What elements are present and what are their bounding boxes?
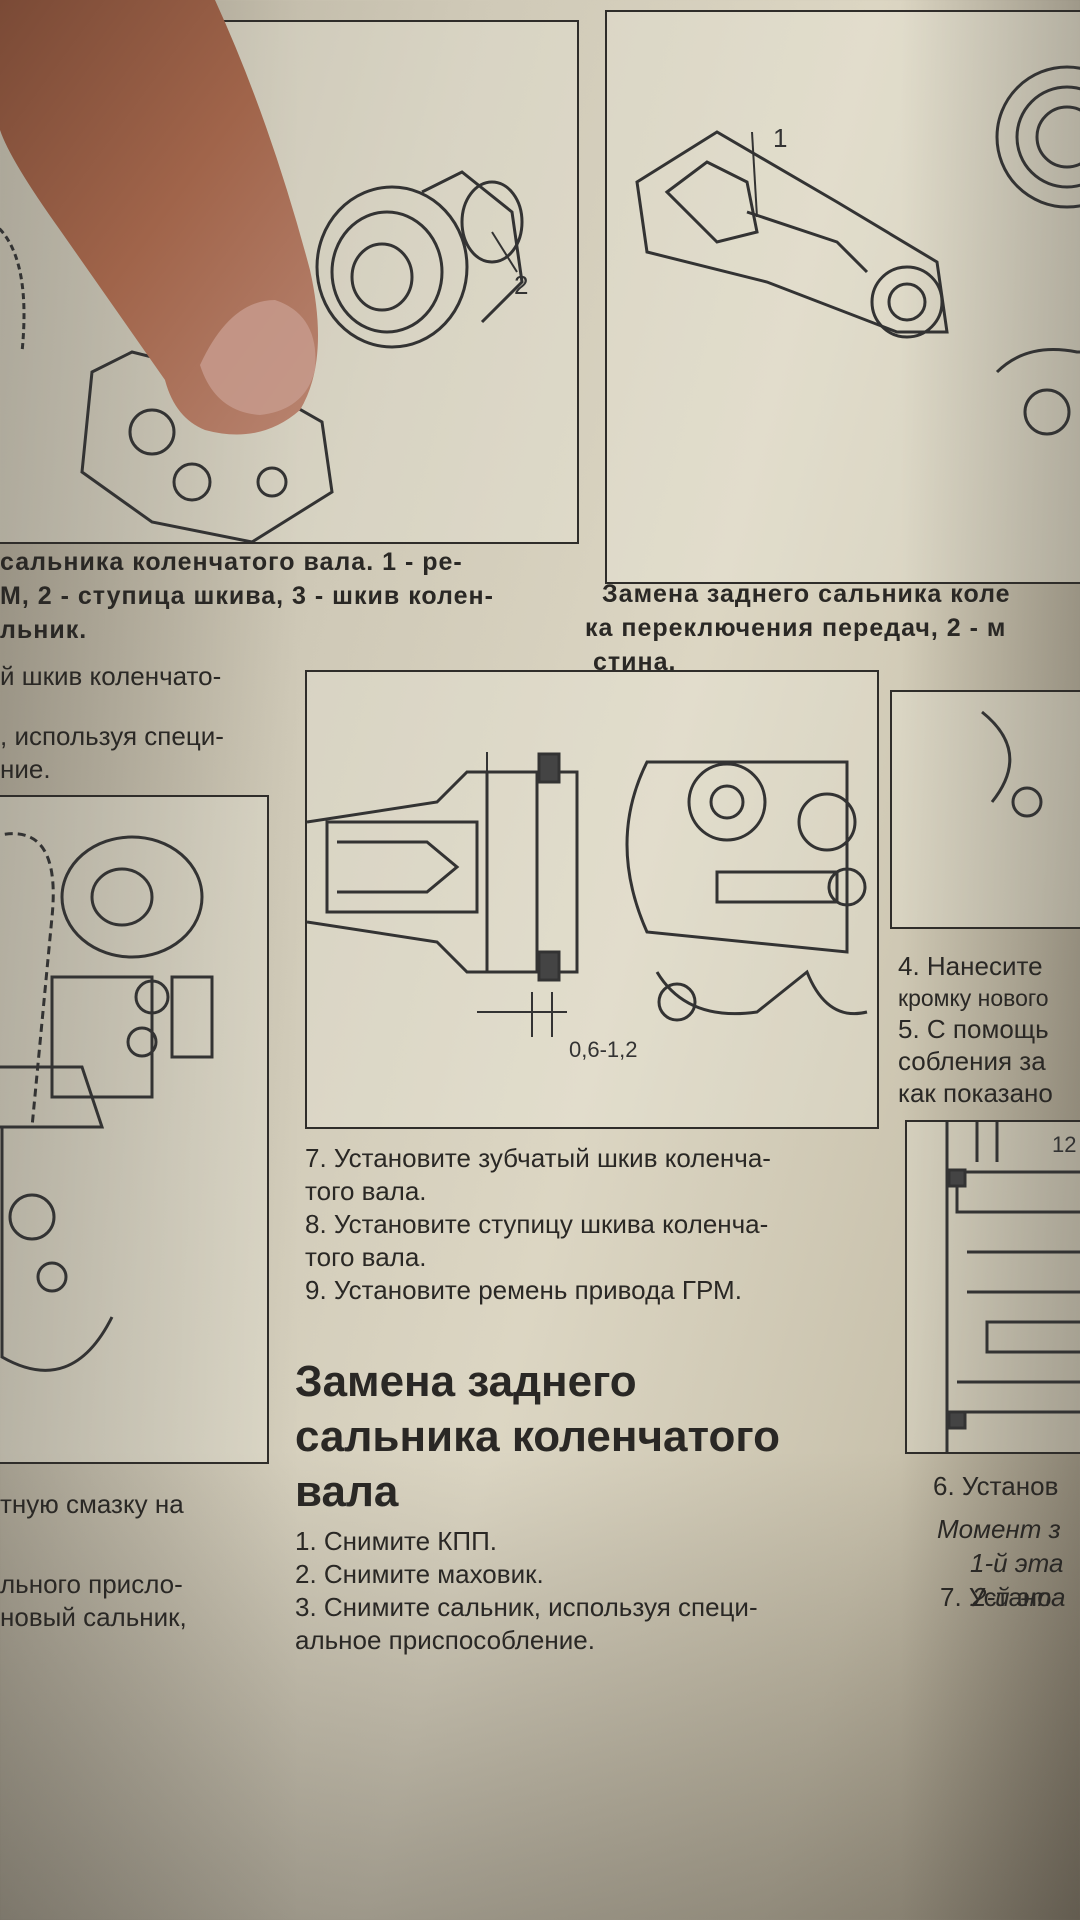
section-heading-line-2: сальника коленчатого	[295, 1412, 780, 1461]
left-text-top-line-3: ние.	[0, 754, 51, 784]
step-8-line-2: того вала.	[305, 1242, 427, 1272]
right-text-bottom-line-5: 7. Устано	[940, 1582, 1052, 1612]
section-step-3-line-1: 3. Снимите сальник, используя специ-	[295, 1592, 758, 1622]
right-text-bottom-line-1: 6. Установ	[933, 1471, 1059, 1501]
caption-top-left-line-3: льник.	[0, 616, 88, 644]
callout-1: 1	[773, 123, 787, 153]
right-text-bottom-line-4: 2-й эта	[972, 1582, 1066, 1612]
section-step-3-line-2: альное приспособление.	[295, 1625, 595, 1655]
caption-top-left-line-2: М, 2 - ступица шкива, 3 - шкив колен-	[0, 582, 494, 610]
step-8-line-1: 8. Установите ступицу шкива коленча-	[305, 1209, 769, 1239]
figure-frame-right-mid	[890, 690, 1080, 929]
right-text-bottom-line-2: Момент з	[937, 1514, 1061, 1544]
callout-2: 2	[514, 270, 528, 300]
right-text-mid-line-2: кромку нового	[898, 985, 1049, 1011]
dimension-label: 0,6-1,2	[569, 1037, 638, 1062]
caption-top-right-line-1: Замена заднего сальника коле	[602, 580, 1011, 608]
figure-frame-left	[0, 795, 269, 1464]
left-text-top-line-1: й шкив коленчато-	[0, 661, 222, 691]
oil-seal-tool-drawing	[0, 832, 214, 1372]
step-7-line-1: 7. Установите зубчатый шкив коленча-	[305, 1143, 771, 1173]
section-step-1: 1. Снимите КПП.	[295, 1526, 498, 1556]
left-text-bottom-line-1: тную смазку на	[0, 1489, 184, 1519]
step-7-line-2: того вала.	[305, 1176, 427, 1206]
left-text-bottom-line-2: льного присло-	[0, 1569, 183, 1599]
right-text-bottom-line-3: 1-й эта	[970, 1548, 1064, 1578]
step-9: 9. Установите ремень привода ГРМ.	[305, 1275, 742, 1305]
right-text-mid-line-1: 4. Нанесите	[898, 951, 1043, 981]
section-heading-line-3: вала	[295, 1467, 399, 1516]
rear-seal-installation-drawing: 0,6-1,2	[307, 752, 868, 1062]
left-text-top-line-2: , используя специ-	[0, 721, 224, 751]
right-text-mid-line-5: как показано	[898, 1078, 1053, 1108]
figure-frame-center: 0,6-1,2	[305, 670, 879, 1129]
right-figure-dimension: 12	[1052, 1132, 1076, 1157]
finger	[0, 0, 318, 435]
gearbox-drawing: 1	[635, 65, 1080, 436]
section-heading-line-1: Замена заднего	[295, 1357, 637, 1406]
section-step-2: 2. Снимите маховик.	[295, 1559, 544, 1589]
crankshaft-pulley-drawing: 2	[0, 170, 528, 542]
caption-top-right-line-2: ка переключения передач, 2 - м	[585, 614, 1007, 642]
right-text-mid-line-4: собления за	[898, 1046, 1046, 1076]
rear-seal-section-drawing: 12	[945, 1122, 1080, 1452]
left-text-bottom-line-3: новый сальник,	[0, 1602, 187, 1632]
figure-frame-top-right: 1	[605, 10, 1080, 584]
right-text-mid-line-3: 5. С помощь	[898, 1014, 1049, 1044]
caption-top-left-line-1: сальника коленчатого вала. 1 - ре-	[0, 548, 463, 576]
figure-frame-right-bottom: 12	[905, 1120, 1080, 1454]
seal-ring-drawing	[981, 710, 1043, 818]
